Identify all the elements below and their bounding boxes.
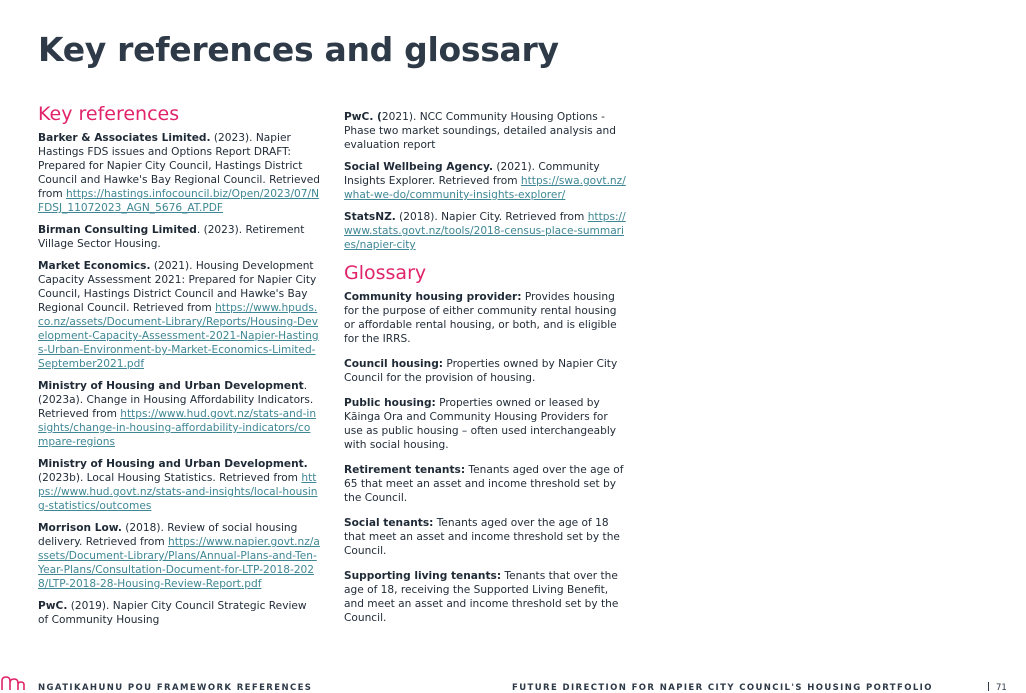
reference-link[interactable]: https://swa.govt.nz/what-we-do/community… bbox=[344, 175, 626, 201]
reference-author: StatsNZ. bbox=[344, 211, 396, 223]
glossary-item: Community housing provider: Provides hou… bbox=[344, 290, 626, 346]
glossary-definition: Properties owned or leased by Kāinga Ora… bbox=[344, 397, 617, 451]
reference-author: PwC. ( bbox=[344, 111, 382, 123]
reference-author: Birman Consulting Limited bbox=[38, 224, 197, 236]
reference-item: Ministry of Housing and Urban Developmen… bbox=[38, 457, 320, 513]
footer-left-text: NGATIKAHUNU POU FRAMEWORK REFERENCES bbox=[38, 683, 313, 693]
reference-link[interactable]: https://www.hpuds.co.nz/assets/Document-… bbox=[38, 302, 319, 370]
reference-text: (2023b). Local Housing Statistics. Retri… bbox=[38, 472, 302, 484]
reference-author: Social Wellbeing Agency. bbox=[344, 161, 493, 173]
glossary-term: Social tenants: bbox=[344, 517, 434, 529]
reference-author: PwC. bbox=[38, 600, 68, 612]
reference-item: PwC. (2019). Napier City Council Strateg… bbox=[38, 599, 320, 627]
reference-item: Birman Consulting Limited. (2023). Retir… bbox=[38, 223, 320, 251]
reference-author: Ministry of Housing and Urban Developmen… bbox=[38, 458, 308, 470]
glossary-list: Community housing provider: Provides hou… bbox=[344, 290, 626, 625]
reference-text: . (2023a). Change in Housing Affordabili… bbox=[38, 380, 314, 420]
reference-text: 2021). NCC Community Housing Options - P… bbox=[344, 111, 616, 151]
glossary-definition: Provides housing for the purpose of eith… bbox=[344, 291, 617, 345]
references-list-continued: PwC. (2021). NCC Community Housing Optio… bbox=[344, 110, 626, 252]
reference-author: Morrison Low. bbox=[38, 522, 122, 534]
footer-right-text: FUTURE DIRECTION FOR NAPIER CITY COUNCIL… bbox=[512, 683, 933, 693]
reference-text: (2021). Housing Development Capacity Ass… bbox=[38, 260, 317, 314]
reference-author: Ministry of Housing and Urban Developmen… bbox=[38, 380, 304, 392]
reference-text: (2023). Napier Hastings FDS issues and O… bbox=[38, 132, 320, 200]
glossary-definition: Tenants aged over the age of 18 that mee… bbox=[344, 517, 620, 557]
reference-text: (2018). Napier City. Retrieved from bbox=[395, 211, 588, 223]
glossary-definition: Properties owned by Napier City Council … bbox=[344, 358, 618, 384]
reference-link[interactable]: https://www.hud.govt.nz/stats-and-insigh… bbox=[38, 472, 318, 512]
reference-item: Market Economics. (2021). Housing Develo… bbox=[38, 259, 320, 371]
reference-text: (2018). Review of social housing deliver… bbox=[38, 522, 298, 548]
glossary-term: Council housing: bbox=[344, 358, 444, 370]
reference-link[interactable]: https://hastings.infocouncil.biz/Open/20… bbox=[38, 188, 319, 214]
reference-item: Morrison Low. (2018). Review of social h… bbox=[38, 521, 320, 591]
reference-text: . (2023). Retirement Village Sector Hous… bbox=[38, 224, 305, 250]
reference-author: Market Economics. bbox=[38, 260, 151, 272]
glossary-item: Supporting living tenants: Tenants that … bbox=[344, 569, 626, 625]
glossary-heading: Glossary bbox=[344, 262, 427, 284]
page-number: 71 bbox=[996, 683, 1007, 693]
glossary-definition: Tenants aged over the age of 65 that mee… bbox=[344, 464, 624, 504]
references-column-left: Key references Barker & Associates Limit… bbox=[38, 103, 320, 635]
glossary-item: Social tenants: Tenants aged over the ag… bbox=[344, 516, 626, 558]
glossary-item: Public housing: Properties owned or leas… bbox=[344, 396, 626, 452]
reference-link[interactable]: https://www.napier.govt.nz/assets/Docume… bbox=[38, 536, 320, 590]
reference-item: Social Wellbeing Agency. (2021). Communi… bbox=[344, 160, 626, 202]
reference-item: Barker & Associates Limited. (2023). Nap… bbox=[38, 131, 320, 215]
glossary-item: Retirement tenants: Tenants aged over th… bbox=[344, 463, 626, 505]
references-heading: Key references bbox=[38, 103, 180, 125]
glossary-term: Supporting living tenants: bbox=[344, 570, 502, 582]
references-list: Barker & Associates Limited. (2023). Nap… bbox=[38, 131, 320, 627]
glossary-item: Council housing: Properties owned by Nap… bbox=[344, 357, 626, 385]
reference-link[interactable]: https://www.stats.govt.nz/tools/2018-cen… bbox=[344, 211, 626, 251]
reference-link[interactable]: https://www.hud.govt.nz/stats-and-insigh… bbox=[38, 408, 317, 448]
reference-item: PwC. (2021). NCC Community Housing Optio… bbox=[344, 110, 626, 152]
reference-text: (2021). Community Insights Explorer. Ret… bbox=[344, 161, 600, 187]
footer-divider bbox=[988, 682, 989, 691]
glossary-definition: Tenants that over the age of 18, receivi… bbox=[344, 570, 619, 624]
glossary-term: Public housing: bbox=[344, 397, 436, 409]
glossary-term: Retirement tenants: bbox=[344, 464, 466, 476]
logo-icon bbox=[1, 676, 25, 690]
reference-item: Ministry of Housing and Urban Developmen… bbox=[38, 379, 320, 449]
reference-author: Barker & Associates Limited. bbox=[38, 132, 211, 144]
reference-text: (2019). Napier City Council Strategic Re… bbox=[38, 600, 307, 626]
glossary-term: Community housing provider: bbox=[344, 291, 522, 303]
reference-item: StatsNZ. (2018). Napier City. Retrieved … bbox=[344, 210, 626, 252]
references-column-right: PwC. (2021). NCC Community Housing Optio… bbox=[344, 110, 626, 636]
page-title: Key references and glossary bbox=[38, 30, 559, 69]
